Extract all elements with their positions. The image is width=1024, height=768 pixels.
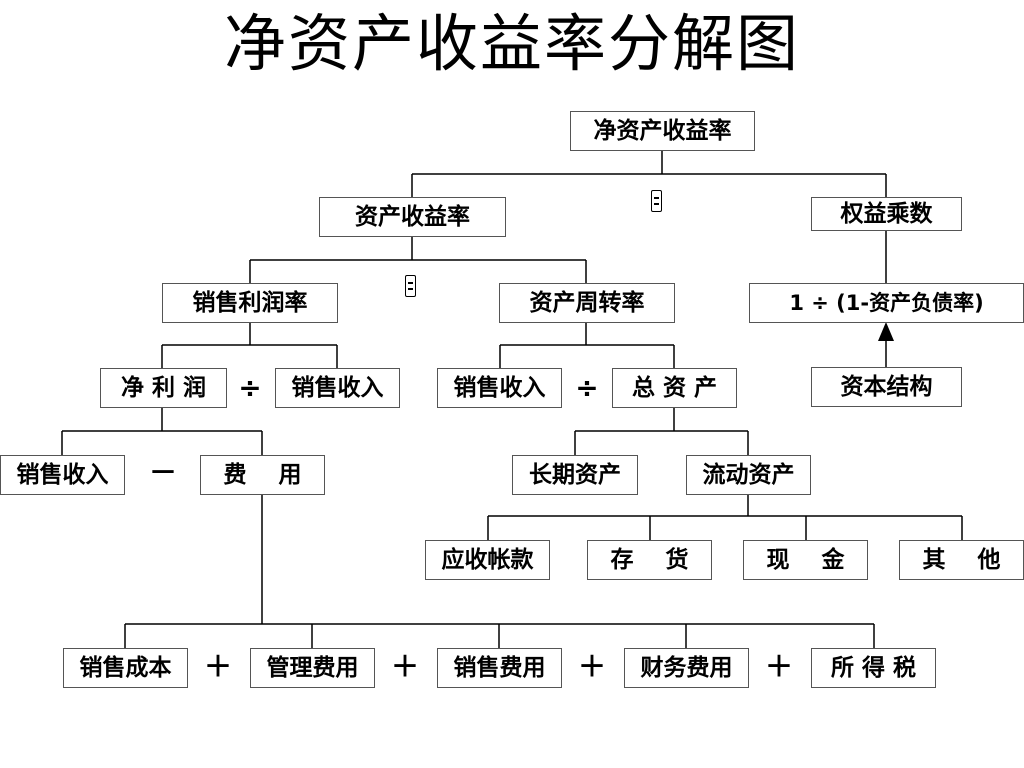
node-equity-multiplier: 权益乘数 xyxy=(811,197,962,231)
node-current-assets: 流动资产 xyxy=(686,455,811,495)
plus-operator: ＋ xyxy=(203,650,232,683)
node-cash: 现 金 xyxy=(743,540,868,580)
node-long-term-assets: 长期资产 xyxy=(512,455,638,495)
node-sales-revenue-2: 销售收入 xyxy=(437,368,562,408)
node-net-profit: 净 利 润 xyxy=(100,368,227,408)
node-receivables: 应收帐款 xyxy=(425,540,550,580)
multiply-symbol-icon xyxy=(651,190,662,212)
node-cost-of-sales: 销售成本 xyxy=(63,648,188,688)
node-expenses: 费 用 xyxy=(200,455,325,495)
node-admin-expenses: 管理费用 xyxy=(250,648,375,688)
node-asset-turnover: 资产周转率 xyxy=(499,283,675,323)
page-title: 净资产收益率分解图 xyxy=(223,7,800,80)
arrow-up-icon xyxy=(878,322,894,341)
node-capital-structure: 资本结构 xyxy=(811,367,962,407)
node-roe: 净资产收益率 xyxy=(570,111,755,151)
node-total-assets: 总 资 产 xyxy=(612,368,737,408)
node-financial-expenses: 财务费用 xyxy=(624,648,749,688)
node-sales-revenue-3: 销售收入 xyxy=(0,455,125,495)
divide-operator: ÷ xyxy=(575,371,599,404)
plus-operator: ＋ xyxy=(764,650,793,683)
node-selling-expenses: 销售费用 xyxy=(437,648,562,688)
minus-operator: － xyxy=(148,456,177,489)
node-net-margin: 销售利润率 xyxy=(162,283,338,323)
node-sales-revenue-1: 销售收入 xyxy=(275,368,400,408)
multiply-symbol-icon xyxy=(405,275,416,297)
node-roa: 资产收益率 xyxy=(319,197,506,237)
plus-operator: ＋ xyxy=(390,650,419,683)
plus-operator: ＋ xyxy=(577,650,606,683)
node-income-tax: 所 得 税 xyxy=(811,648,936,688)
node-others: 其 他 xyxy=(899,540,1024,580)
divide-operator: ÷ xyxy=(238,371,262,404)
node-em-formula: 1 ÷ (1-资产负债率) xyxy=(749,283,1024,323)
node-inventory: 存 货 xyxy=(587,540,712,580)
